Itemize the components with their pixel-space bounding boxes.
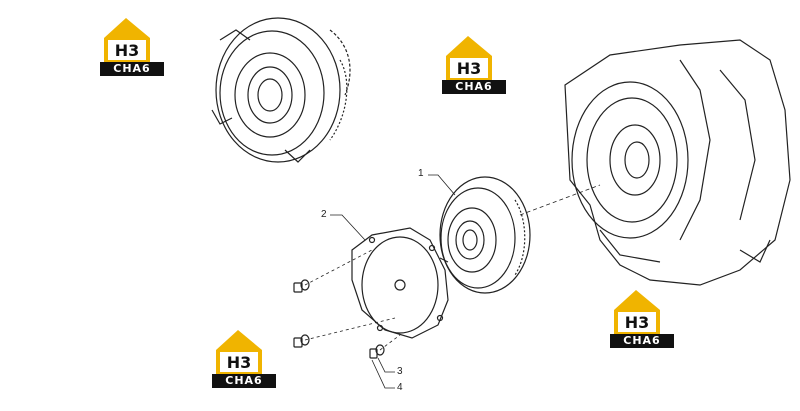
watermark-main-text: H3 bbox=[457, 59, 482, 78]
bolt-part-3 bbox=[369, 344, 385, 359]
house-logo-icon: H3 bbox=[446, 36, 492, 80]
torque-converter-top-view bbox=[211, 17, 351, 163]
watermark-main-text: H3 bbox=[625, 313, 650, 332]
callout-4: 4 bbox=[397, 382, 403, 393]
watermark-main-text: H3 bbox=[115, 41, 140, 60]
watermark-logo: H3 CHA6 bbox=[100, 16, 164, 76]
house-logo-icon: H3 bbox=[614, 290, 660, 334]
torque-converter-part-1 bbox=[439, 176, 531, 294]
callout-2: 2 bbox=[321, 209, 327, 220]
bolt-lower-left bbox=[293, 334, 310, 348]
callout-3: 3 bbox=[397, 366, 403, 377]
bolt-alignment-lines bbox=[304, 249, 401, 351]
house-logo-icon: H3 bbox=[216, 330, 262, 374]
alignment-line bbox=[519, 184, 601, 216]
watermark-logo: H3 CHA6 bbox=[442, 34, 506, 94]
house-logo-icon: H3 bbox=[104, 18, 150, 62]
callout-1: 1 bbox=[418, 168, 424, 179]
flex-plate-part-2 bbox=[351, 227, 449, 339]
watermark-sub-text: CHA6 bbox=[610, 334, 674, 348]
callout-leaders bbox=[330, 174, 456, 389]
watermark-logo: H3 CHA6 bbox=[610, 288, 674, 348]
transmission-housing bbox=[564, 39, 791, 286]
watermark-logo: H3 CHA6 bbox=[212, 328, 276, 388]
watermark-main-text: H3 bbox=[227, 353, 252, 372]
bolt-upper-left bbox=[293, 279, 310, 293]
watermark-sub-text: CHA6 bbox=[442, 80, 506, 94]
watermark-sub-text: CHA6 bbox=[212, 374, 276, 388]
watermark-sub-text: CHA6 bbox=[100, 62, 164, 76]
